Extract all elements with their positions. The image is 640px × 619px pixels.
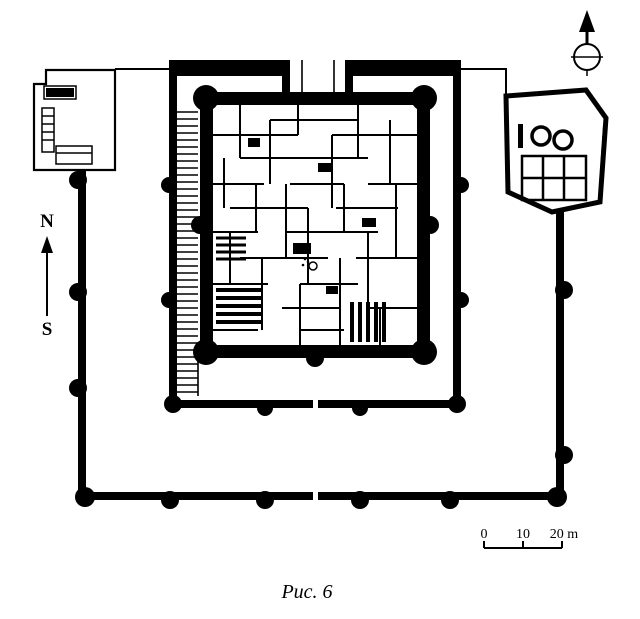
- scale-label-10: 10: [516, 527, 530, 542]
- annex-outline: [32, 68, 117, 172]
- compass-cross: [571, 56, 603, 76]
- scale-bar-ruler: [483, 541, 563, 549]
- annex-stair-steps: [42, 115, 54, 141]
- citadel-corner-tower: [193, 85, 219, 111]
- stair-hatch-southeast: [350, 302, 386, 342]
- north-arrow-head: [579, 10, 595, 32]
- room-block: [362, 218, 376, 227]
- citadel-mid-tower: [306, 349, 324, 367]
- middle-enclosure: [115, 60, 507, 416]
- room-block: [318, 163, 332, 172]
- annex-outline: [503, 87, 609, 215]
- annex-feature-block: [46, 88, 74, 97]
- south-label: S: [42, 319, 53, 340]
- scale-bar: 0 10 20 m: [481, 527, 579, 549]
- ns-arrow-icon: N S: [40, 211, 54, 340]
- middle-south-gate-gap: [313, 399, 318, 409]
- citadel-corner-tower: [193, 339, 219, 365]
- citadel: [191, 85, 439, 367]
- ns-arrow-head: [41, 236, 53, 253]
- north-label: N: [40, 211, 54, 232]
- scale-label-0: 0: [481, 527, 488, 542]
- hearth-circle: [308, 261, 318, 271]
- connector-wall-east: [461, 68, 507, 96]
- annex-bench-frame: [55, 145, 93, 165]
- citadel-mid-tower: [421, 216, 439, 234]
- north-gate-jamb: [345, 60, 353, 94]
- room-block: [248, 138, 260, 147]
- scale-label-20: 20 m: [550, 527, 579, 542]
- figure-caption: Рис. 6: [280, 581, 332, 603]
- citadel-corner-tower: [411, 85, 437, 111]
- room-block: [326, 286, 338, 294]
- annex-oven-circle: [552, 129, 574, 151]
- citadel-corner-tower: [411, 339, 437, 365]
- room-walls: [213, 105, 417, 345]
- middle-wall-north-west-segment: [169, 60, 290, 76]
- middle-wall-north-east-segment: [345, 60, 461, 76]
- outer-wall-west: [78, 168, 86, 500]
- middle-wall-east: [453, 60, 461, 408]
- middle-wall-west: [169, 60, 177, 408]
- northwest-annex: [32, 68, 117, 172]
- staircase-comb: [177, 111, 199, 396]
- outer-south-gate-gap: [313, 491, 318, 501]
- north-gate-passage-walls: [301, 60, 335, 92]
- stair-hatch-west: [216, 236, 246, 261]
- annex-dashed-limit: [598, 125, 605, 201]
- annex-pillar: [518, 124, 523, 148]
- hearth-dot: [301, 263, 305, 267]
- outer-wall-south: [78, 492, 564, 500]
- annex-stair-frame: [41, 107, 55, 153]
- north-gate-jamb: [282, 60, 290, 94]
- north-arrow-icon: [571, 10, 603, 76]
- citadel-interior-rooms: [213, 105, 417, 345]
- comb-ticks: [177, 111, 199, 396]
- northeast-annex: [503, 87, 609, 215]
- outer-wall-east: [556, 200, 564, 500]
- stair-hatch-southwest: [216, 288, 262, 324]
- hearth-dot: [303, 257, 307, 261]
- hearth-dot: [306, 260, 310, 264]
- annex-oven-circle: [530, 125, 552, 147]
- citadel-mid-tower: [191, 216, 209, 234]
- room-block: [293, 243, 311, 254]
- annex-feature-frame: [43, 85, 77, 100]
- annex-grid-lines: [522, 156, 586, 200]
- outer-enclosure: [69, 151, 573, 509]
